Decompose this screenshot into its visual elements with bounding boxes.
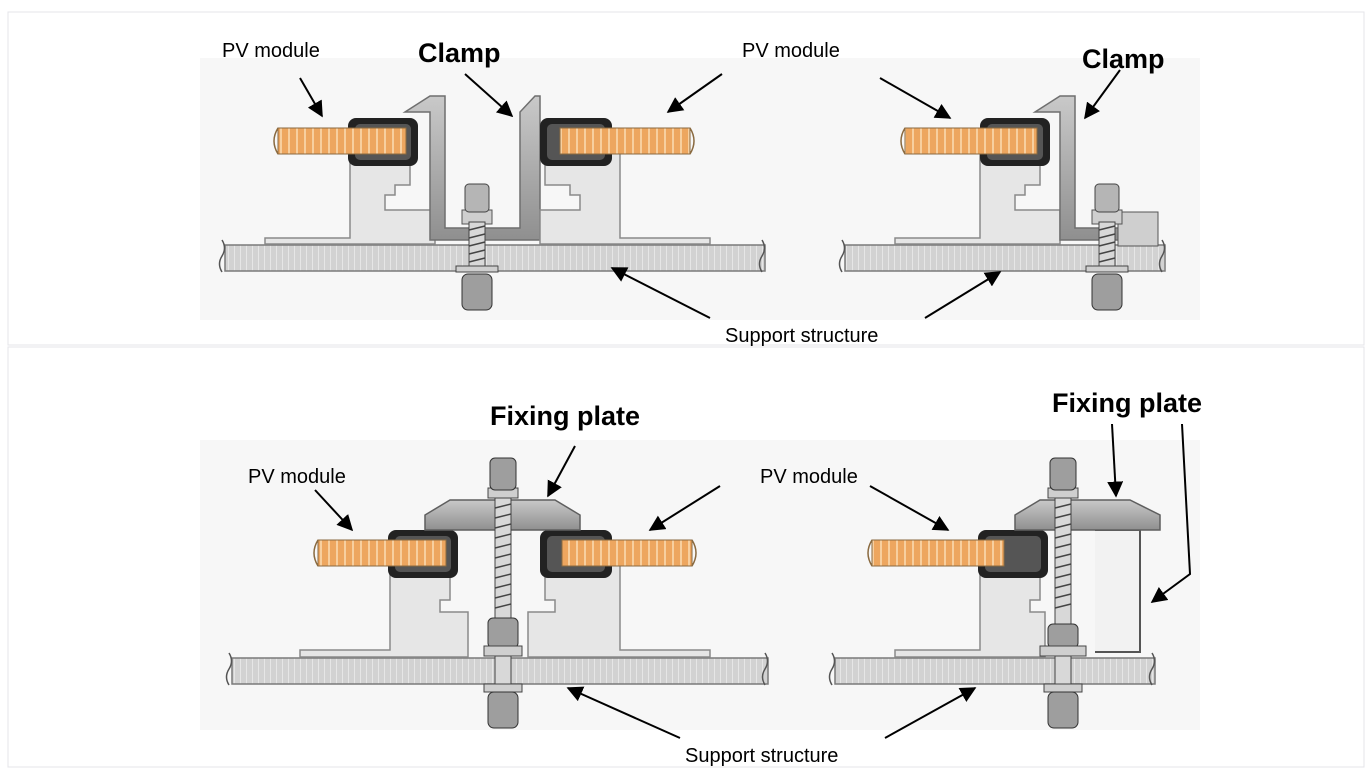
- label-top-left-module: PV module: [222, 40, 320, 62]
- top-panel-frame: [7, 11, 1365, 346]
- arrow-bottom-support-right: [884, 687, 977, 739]
- top-right-assembly: [838, 95, 1166, 311]
- module-break: [867, 539, 873, 567]
- bolt-thread: [468, 225, 486, 263]
- arrow-top-middle-module: [666, 73, 723, 113]
- support-beam: [834, 657, 1156, 685]
- arrow-top-right-module: [879, 77, 952, 119]
- break-marks: [828, 652, 1156, 686]
- right-module-break: [691, 539, 697, 567]
- pv-module: [904, 127, 1038, 155]
- right-pv-module: [561, 539, 693, 567]
- arrow-bottom-middle-module: [648, 485, 721, 531]
- pv-module: [871, 539, 1005, 567]
- label-top-right-module: PV module: [742, 40, 840, 62]
- lower-nut: [1047, 691, 1079, 729]
- labels: PV module Clamp PV module Clamp Support …: [222, 38, 1202, 767]
- end-clamp-block: [1117, 211, 1159, 247]
- left-pv-module: [277, 127, 407, 155]
- arrow-top-support-left: [610, 267, 711, 319]
- top-nut: [1049, 457, 1077, 491]
- top-nut: [489, 457, 517, 491]
- arrow-bottom-right-plate: [1107, 423, 1124, 498]
- fixing-plate: [1014, 499, 1161, 531]
- arrow-top-right-clamp: [1084, 69, 1121, 120]
- lower-nut: [487, 691, 519, 729]
- inner-washer: [1039, 645, 1087, 657]
- break-marks: [218, 239, 766, 273]
- arrow-bottom-right-module: [869, 485, 950, 531]
- inner-nut: [487, 617, 519, 649]
- label-bottom-support: Support structure: [685, 745, 838, 767]
- bottom-left-assembly: [225, 457, 769, 729]
- lower-nut: [461, 273, 493, 311]
- arrow-bottom-right-bracket: [1150, 423, 1192, 603]
- bolt-head: [464, 183, 490, 213]
- lower-washer: [483, 683, 523, 693]
- leader-arrows: [299, 69, 1192, 739]
- label-bottom-left-module: PV module: [248, 466, 346, 488]
- arrow-bottom-left-plate: [547, 445, 576, 498]
- right-frame-profile: [527, 564, 711, 658]
- lower-nut: [1091, 273, 1123, 311]
- arrow-top-support-right: [924, 271, 1002, 319]
- right-frame-profile: [539, 147, 711, 245]
- break-marks: [225, 652, 769, 686]
- bolt-head: [1094, 183, 1120, 213]
- label-bottom-right-plate: Fixing plate: [1052, 388, 1202, 418]
- inner-washer: [483, 645, 523, 657]
- bottom-right-assembly: [828, 457, 1161, 729]
- lower-washer: [1043, 683, 1083, 693]
- bolt-thread: [1054, 503, 1072, 609]
- bolt-thread: [1098, 225, 1116, 263]
- label-top-right-clamp: Clamp: [1082, 44, 1165, 74]
- break-marks: [838, 239, 1166, 273]
- lower-washer: [1085, 265, 1129, 273]
- module-break: [900, 127, 906, 155]
- arrow-bottom-left-module: [314, 489, 354, 532]
- frame-profile: [894, 564, 1046, 658]
- label-bottom-right-module: PV module: [760, 466, 858, 488]
- left-module-break: [273, 127, 279, 155]
- spacer-bracket: [1095, 529, 1141, 653]
- left-pv-module: [317, 539, 447, 567]
- right-module-break: [689, 127, 695, 155]
- label-top-support: Support structure: [725, 325, 878, 347]
- bottom-panel-frame: [7, 346, 1365, 768]
- arrow-bottom-support-left: [566, 686, 681, 739]
- inner-nut: [1047, 623, 1079, 649]
- left-frame-profile: [299, 564, 469, 658]
- arrow-top-left-module: [299, 77, 323, 118]
- right-pv-module: [559, 127, 691, 155]
- middle-clamp: [402, 95, 541, 241]
- left-module-break: [313, 539, 319, 567]
- bolt-thread: [494, 503, 512, 609]
- lower-washer: [455, 265, 499, 273]
- arrow-top-left-clamp: [464, 73, 514, 118]
- label-bottom-left-plate: Fixing plate: [490, 401, 640, 431]
- top-left-assembly: [218, 95, 766, 311]
- label-top-left-clamp: Clamp: [418, 38, 501, 68]
